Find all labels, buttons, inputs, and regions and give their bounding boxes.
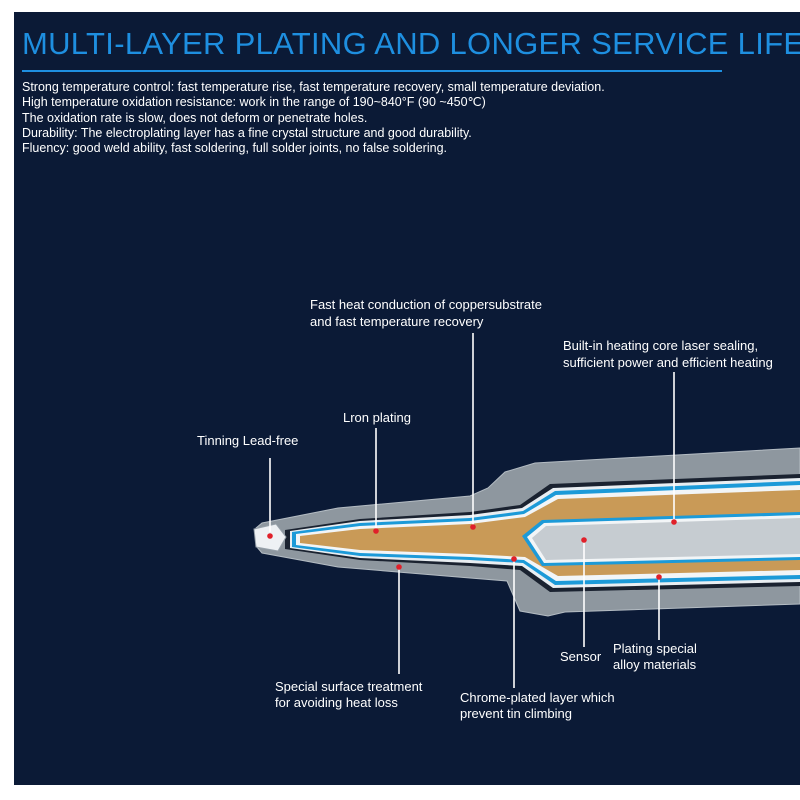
label-surface-line2: for avoiding heat loss: [275, 695, 398, 710]
title-underline: [22, 70, 722, 72]
marker-sensor: [581, 537, 587, 543]
feature-oxidation-resistance: High temperature oxidation resistance: w…: [22, 95, 486, 110]
label-copper-line2: and fast temperature recovery: [310, 314, 484, 329]
background-panel: [14, 12, 800, 785]
marker-copper: [470, 524, 476, 530]
feature-durability: Durability: The electroplating layer has…: [22, 125, 472, 140]
feature-temperature-control: Strong temperature control: fast tempera…: [22, 80, 605, 94]
heating-core: [532, 518, 800, 560]
label-sensor: Sensor: [560, 649, 602, 664]
label-chrome-line2: prevent tin climbing: [460, 706, 572, 721]
label-copper-line1: Fast heat conduction of coppersubstrate: [310, 297, 542, 312]
marker-alloy: [656, 574, 662, 580]
label-tinning: Tinning Lead-free: [197, 433, 298, 448]
marker-heating: [671, 519, 677, 525]
label-alloy-line2: alloy materials: [613, 657, 697, 672]
label-surface-line1: Special surface treatment: [275, 679, 423, 694]
label-chrome-line1: Chrome-plated layer which: [460, 690, 615, 705]
label-iron-plating: Lron plating: [343, 410, 411, 425]
feature-oxidation-rate: The oxidation rate is slow, does not def…: [22, 110, 368, 125]
label-alloy-line1: Plating special: [613, 641, 697, 656]
label-heating-line1: Built-in heating core laser sealing,: [563, 338, 758, 353]
marker-surface: [396, 564, 402, 570]
label-heating-line2: sufficient power and efficient heating: [563, 355, 773, 370]
marker-chrome: [511, 556, 517, 562]
feature-fluency: Fluency: good weld ability, fast solderi…: [22, 141, 447, 156]
feature-list: Strong temperature control: fast tempera…: [22, 80, 605, 156]
marker-tinning: [267, 533, 273, 539]
page-title: MULTI-LAYER PLATING AND LONGER SERVICE L…: [22, 26, 800, 61]
marker-iron: [373, 528, 379, 534]
